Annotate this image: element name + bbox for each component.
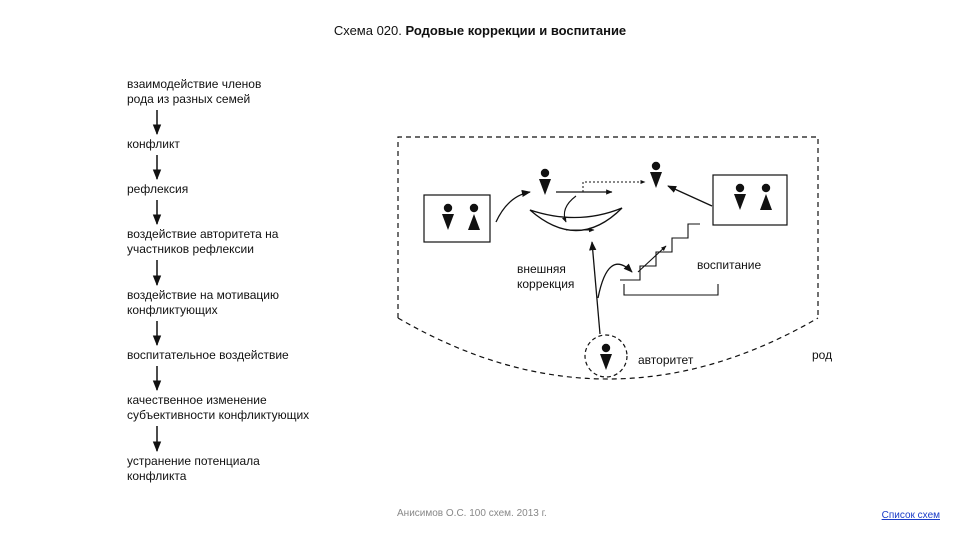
step-4-line-1: воздействие авторитета на bbox=[127, 227, 279, 241]
step-1: взаимодействие членов рода из разных сем… bbox=[127, 77, 261, 107]
authority-arrow-upbringing bbox=[597, 263, 633, 299]
step-3: рефлексия bbox=[127, 182, 188, 197]
man-icon bbox=[539, 168, 551, 195]
authority-arrow-reflection bbox=[589, 241, 601, 335]
staircase-arrow bbox=[637, 245, 667, 273]
family-box-right bbox=[712, 174, 788, 226]
arrow-left-family bbox=[495, 189, 531, 223]
step-2-line-1: конфликт bbox=[127, 137, 180, 151]
footer-credit: Анисимов О.С. 100 схем. 2013 г. bbox=[397, 508, 547, 519]
step-4: воздействие авторитета на участников реф… bbox=[127, 227, 278, 257]
external-correction-label: внешняя коррекция bbox=[517, 262, 574, 292]
step-6-line-1: воспитательное воздействие bbox=[127, 348, 289, 362]
step-2: конфликт bbox=[127, 137, 180, 152]
page-title: Схема 020. Родовые коррекции и воспитани… bbox=[0, 23, 960, 38]
woman-icon bbox=[760, 183, 772, 210]
step-1-line-1: взаимодействие членов bbox=[127, 77, 262, 91]
clan-boundary-arc bbox=[397, 317, 819, 380]
title-main: Родовые коррекции и воспитание bbox=[405, 23, 627, 38]
man-icon bbox=[734, 183, 746, 210]
arrow-right-family bbox=[667, 185, 713, 207]
clan-boundary-top bbox=[397, 136, 819, 318]
conflict-arrow-dashed bbox=[582, 180, 646, 192]
external-correction-line-2: коррекция bbox=[517, 277, 575, 291]
man-icon bbox=[442, 203, 454, 230]
step-4-line-2: участников рефлексии bbox=[127, 242, 254, 256]
woman-icon bbox=[468, 203, 480, 230]
step-8-line-1: устранение потенциала bbox=[127, 454, 260, 468]
schemes-list-link[interactable]: Список схем bbox=[881, 510, 940, 521]
step-5: воздействие на мотивацию конфликтующих bbox=[127, 288, 279, 318]
title-prefix: Схема 020. bbox=[333, 23, 406, 38]
step-7: качественное изменение субъективности ко… bbox=[127, 393, 309, 423]
reflection-arrow bbox=[562, 195, 577, 223]
upbringing-label: воспитание bbox=[697, 258, 762, 272]
upbringing-bracket bbox=[623, 284, 719, 296]
external-correction-line-1: внешняя bbox=[517, 262, 566, 276]
step-5-line-2: конфликтующих bbox=[127, 303, 218, 317]
man-icon bbox=[650, 161, 662, 188]
step-8-line-2: конфликта bbox=[127, 469, 187, 483]
staircase bbox=[620, 223, 700, 281]
step-7-line-2: субъективности конфликтующих bbox=[127, 408, 310, 422]
step-5-line-1: воздействие на мотивацию bbox=[127, 288, 279, 302]
man-icon bbox=[600, 343, 612, 370]
reflection-crescent bbox=[529, 207, 623, 232]
authority-label: авторитет bbox=[638, 353, 694, 367]
clan-label: род bbox=[812, 348, 833, 362]
family-box-left bbox=[423, 194, 491, 243]
step-6: воспитательное воздействие bbox=[127, 348, 289, 363]
step-1-line-2: рода из разных семей bbox=[127, 92, 251, 106]
step-8: устранение потенциала конфликта bbox=[127, 454, 260, 484]
step-7-line-1: качественное изменение bbox=[127, 393, 267, 407]
step-3-line-1: рефлексия bbox=[127, 182, 189, 196]
authority-circle bbox=[584, 334, 628, 378]
